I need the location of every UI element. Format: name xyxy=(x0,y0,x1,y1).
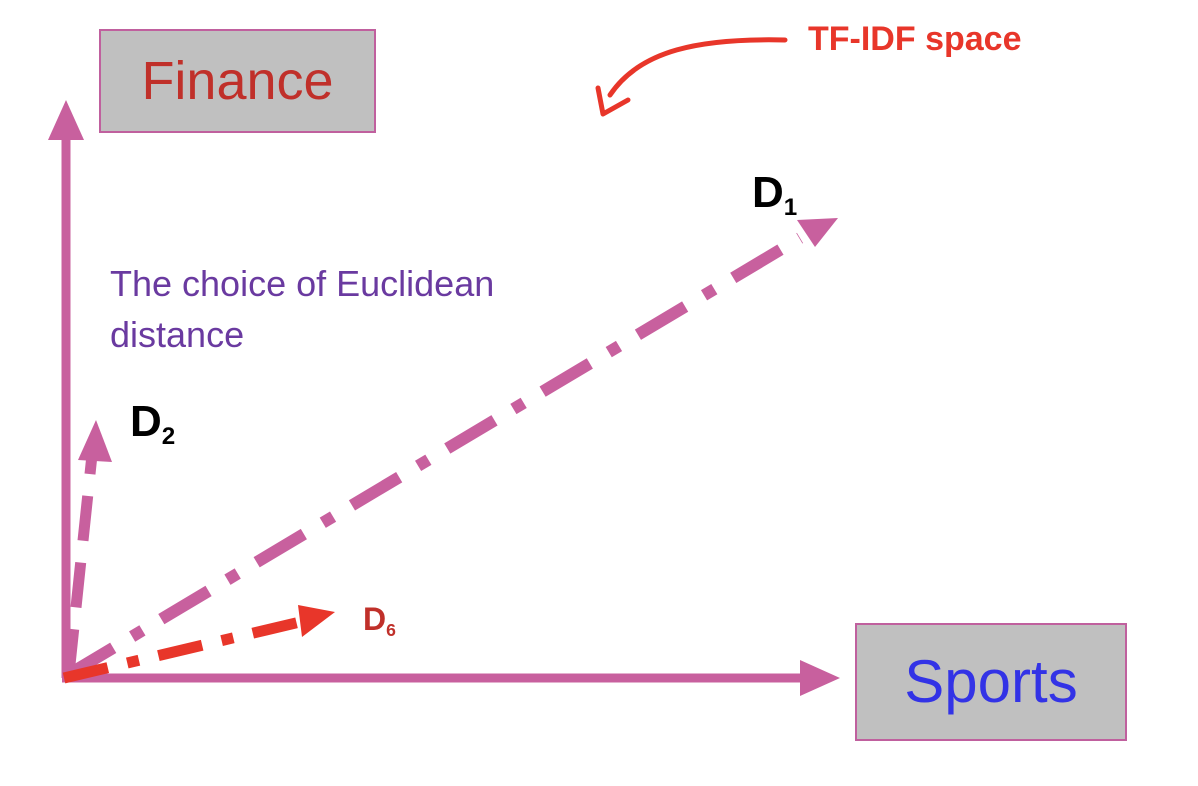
space-pointer-arrow xyxy=(595,37,788,117)
d2-letter: D xyxy=(130,397,162,446)
d6-letter: D xyxy=(363,601,387,637)
sports-axis xyxy=(62,660,840,696)
finance-axis xyxy=(48,100,84,678)
d2-vector xyxy=(63,420,112,675)
space-label: TF-IDF space xyxy=(808,20,1022,58)
d1-letter: D xyxy=(752,168,784,217)
sports-axis-box: Sports xyxy=(855,623,1127,741)
d6-subscript: 6 xyxy=(386,620,396,641)
d6-vector xyxy=(62,605,335,684)
d2-subscript: 2 xyxy=(161,423,176,451)
finance-axis-label: Finance xyxy=(141,51,334,111)
finance-axis-box: Finance xyxy=(99,29,376,133)
d1-vector xyxy=(62,218,838,682)
distance-note: The choice of Euclidean distance xyxy=(110,263,495,355)
d1-label: D1 xyxy=(752,168,798,222)
d2-label: D2 xyxy=(130,397,176,451)
d1-subscript: 1 xyxy=(783,194,798,222)
sports-axis-label: Sports xyxy=(904,648,1078,715)
d6-label: D6 xyxy=(363,601,396,641)
